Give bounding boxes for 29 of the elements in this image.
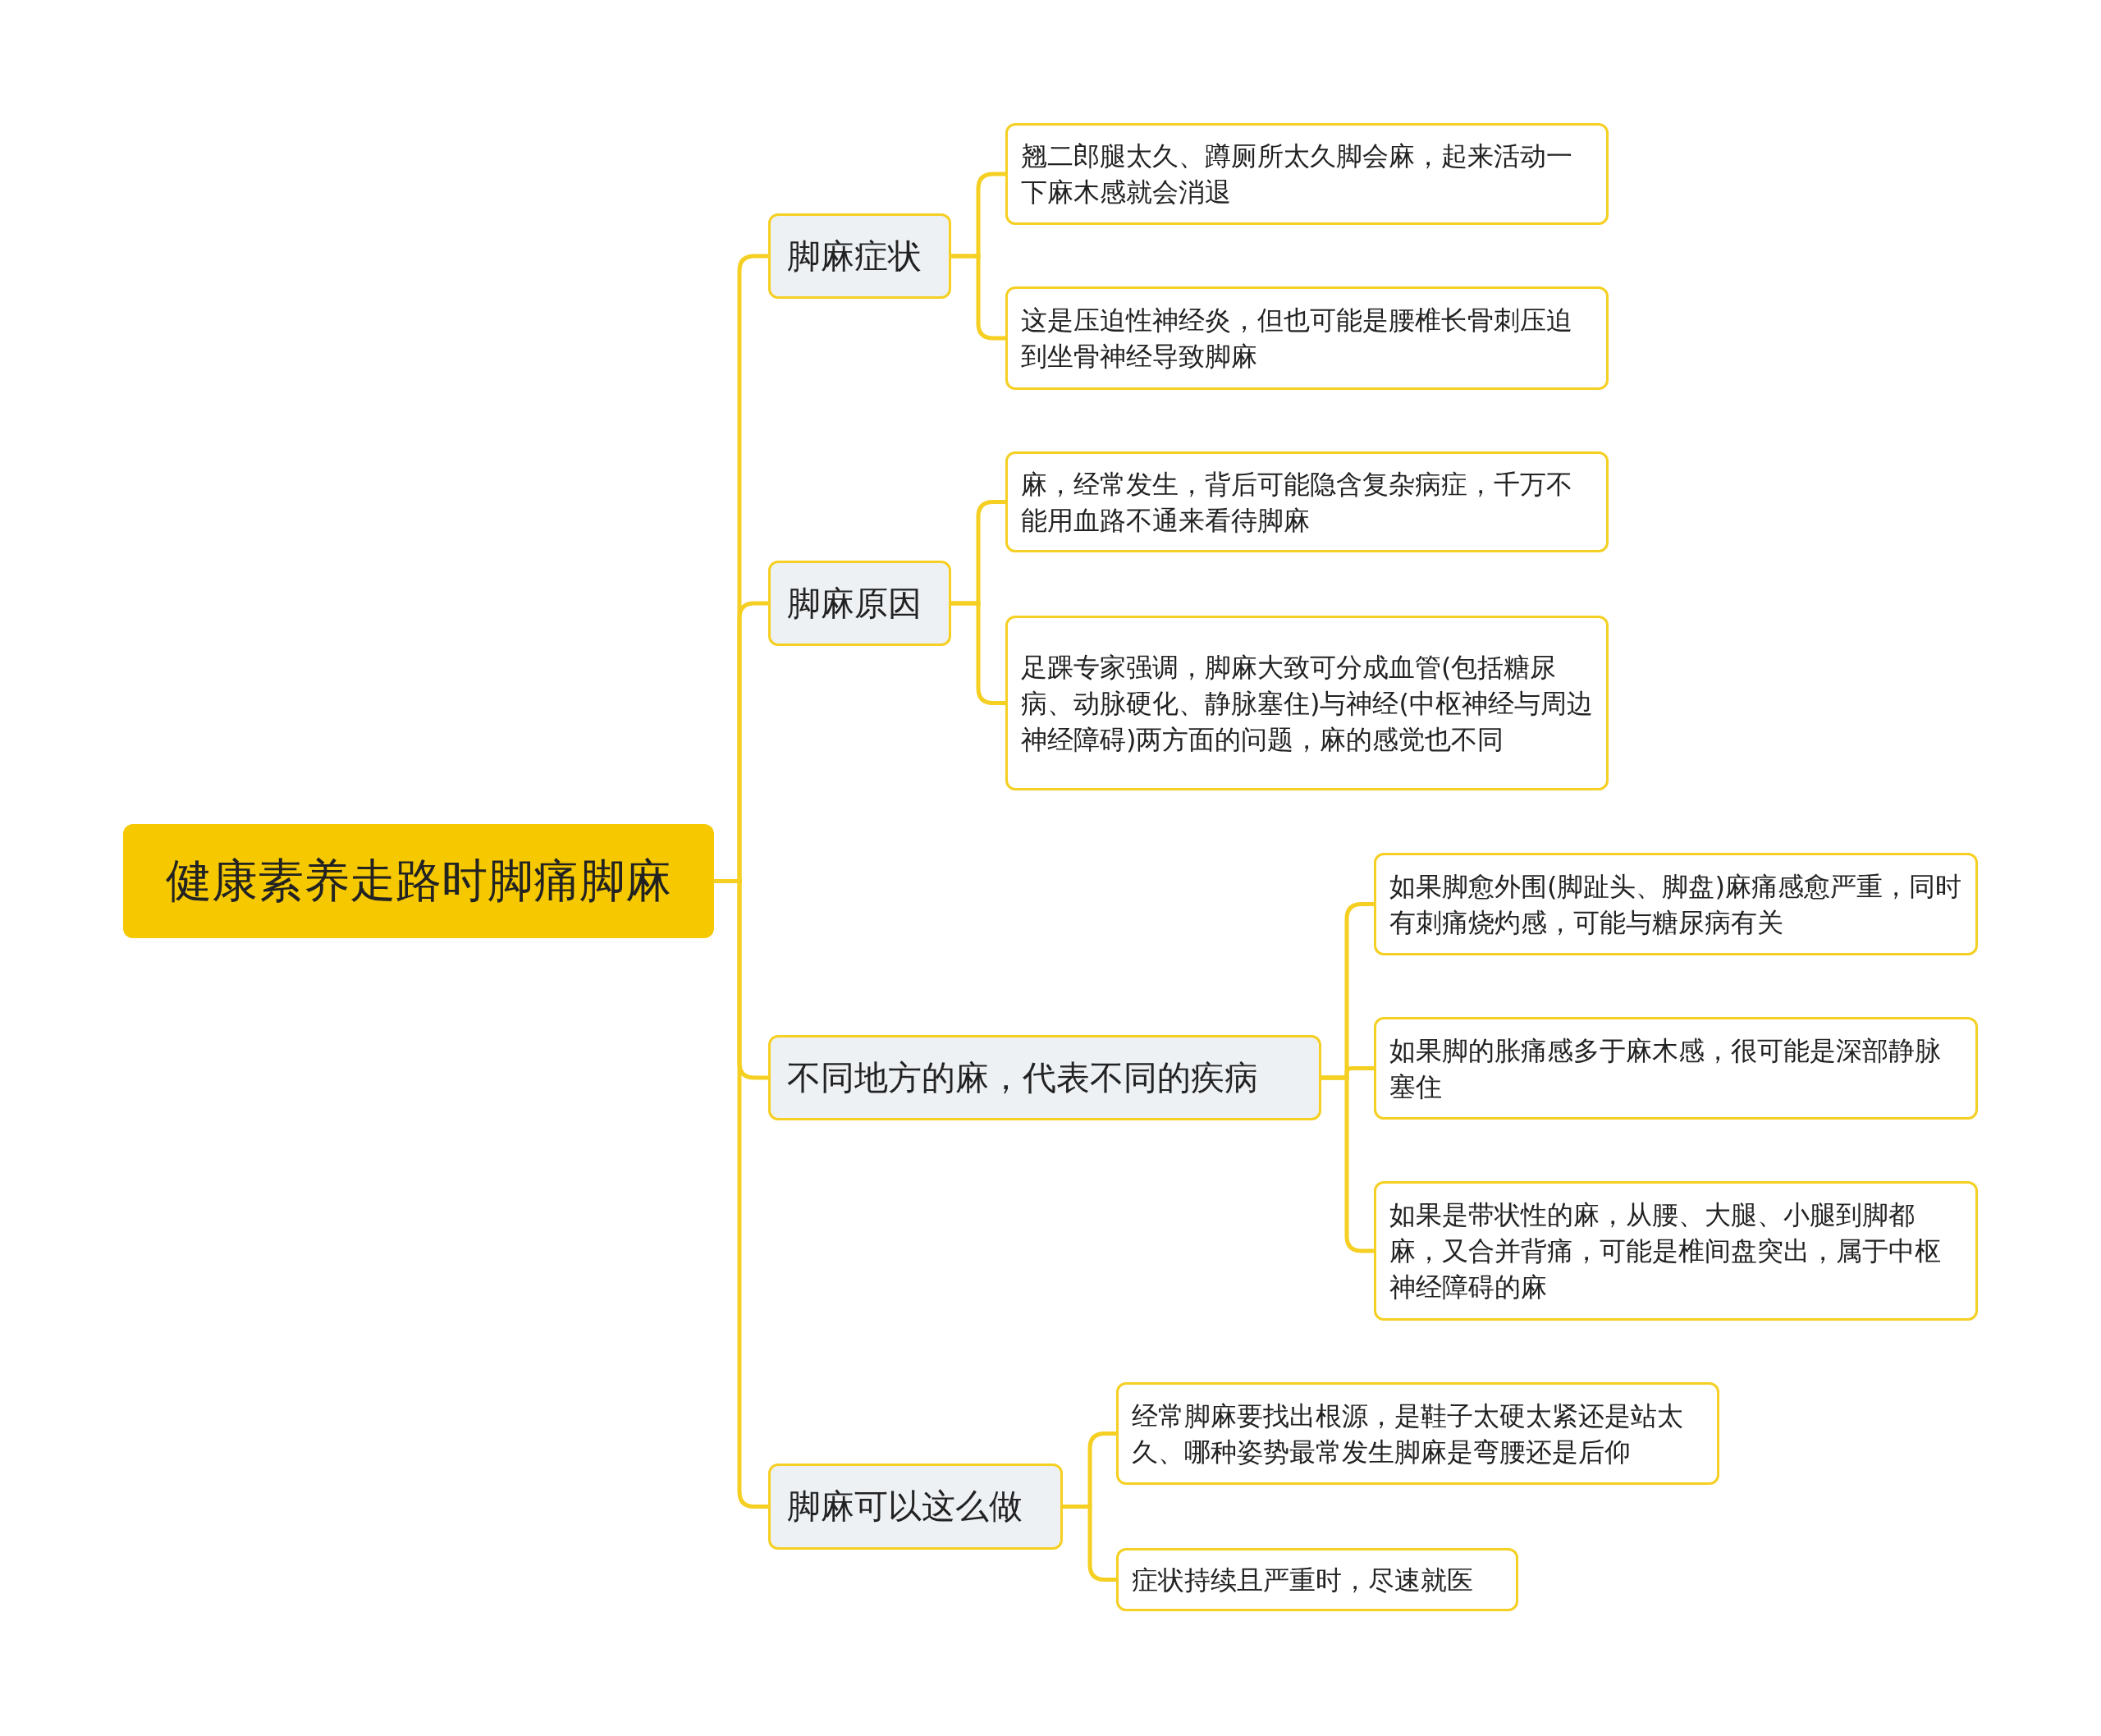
subtopic-box xyxy=(1116,1382,1719,1485)
topic-text: 这是压迫性神经炎，但也可能是腰椎长骨刺压迫到坐骨神经导致脚麻 xyxy=(1021,304,1573,373)
topic-box xyxy=(768,213,951,299)
topic-text: 翘二郎腿太久、蹲厕所太久脚会麻，起来活动一下麻木感就会消退 xyxy=(1021,140,1573,209)
topic-text: 麻，经常发生，背后可能隐含复杂病症，千万不能用血路不通来看待脚麻 xyxy=(1021,467,1573,538)
topic-text: 脚麻可以这么做 xyxy=(787,1486,1023,1528)
subtopic-box xyxy=(1005,123,1609,225)
subtopic-box xyxy=(1116,1548,1518,1611)
topic-text: 脚麻原因 xyxy=(787,582,922,625)
topic-box xyxy=(768,1035,1321,1120)
subtopic-box xyxy=(1374,1181,1978,1321)
subtopic-box xyxy=(1005,286,1609,390)
subtopic-box xyxy=(1005,616,1609,790)
subtopic-box xyxy=(1374,1017,1978,1120)
root-topic-box xyxy=(123,824,714,938)
topic-text: 足踝专家强调，脚麻大致可分成血管(包括糖尿病、动脉硬化、静脉塞住)与神经(中枢神经与周边神经障碍)两方面的问题，麻的感觉也不同 xyxy=(1021,650,1593,757)
subtopic-box xyxy=(1005,451,1609,552)
topic-text: 如果脚的胀痛感多于麻木感，很可能是深部静脉塞住 xyxy=(1389,1033,1942,1104)
topic-box xyxy=(768,1463,1063,1550)
topic-text: 脚麻症状 xyxy=(787,235,922,277)
topic-text: 症状持续且严重时，尽速就医 xyxy=(1132,1563,1473,1597)
topic-text: 如果脚愈外围(脚趾头、脚盘)麻痛感愈严重，同时有刺痛烧灼感，可能与糖尿病有关 xyxy=(1389,869,1962,940)
subtopic-box xyxy=(1374,853,1978,955)
connector-line xyxy=(1063,1505,1116,1582)
topic-box xyxy=(768,561,951,646)
topic-text: 经常脚麻要找出根源，是鞋子太硬太紧还是站太久、哪种姿势最常发生脚麻是弯腰还是后仰 xyxy=(1132,1399,1684,1469)
topic-text: 健康素养走路时脚痛脚麻 xyxy=(166,852,671,909)
topic-text: 不同地方的麻，代表不同的疾病 xyxy=(787,1056,1258,1099)
topic-text: 如果是带状性的麻，从腰、大腿、小腿到脚都麻，又合并背痛，可能是椎间盘突出，属于中枢神经障碍的麻 xyxy=(1389,1198,1942,1304)
